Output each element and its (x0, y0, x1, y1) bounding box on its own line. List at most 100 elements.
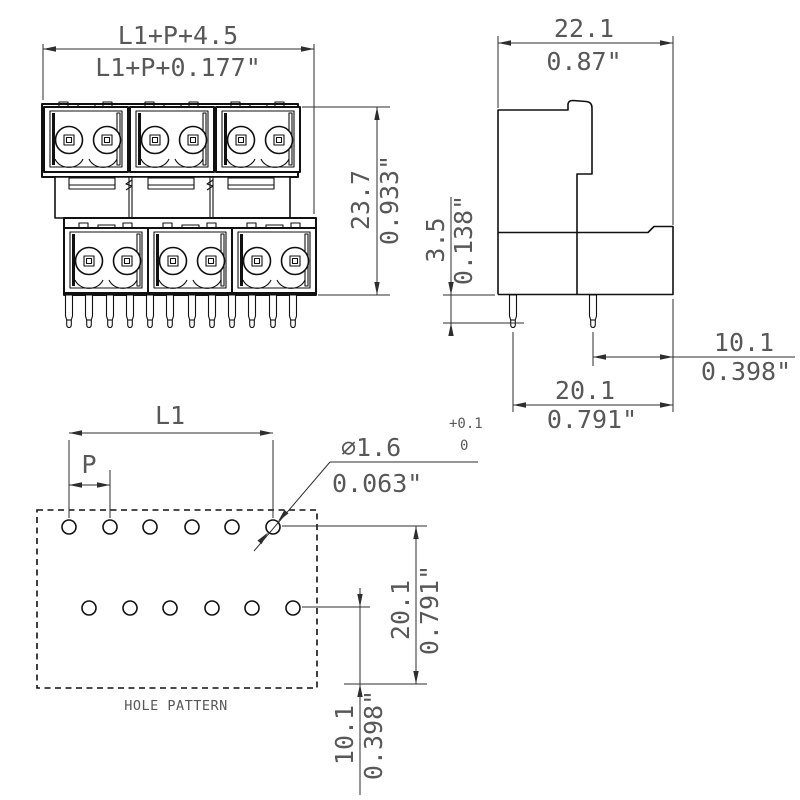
dim-p: P (69, 450, 111, 518)
dim-pin1-edge: 20.1 0.791" (512, 332, 673, 434)
dim-row2-edge-in: 0.398" (359, 690, 388, 780)
hole-row-2 (81, 600, 301, 616)
dim-front-width-mm: L1+P+4.5 (118, 21, 238, 50)
dim-front-height-in: 0.933" (375, 155, 404, 245)
front-pin-row (64, 294, 298, 329)
hole (142, 519, 158, 535)
hole-tol-plus: +0.1 (449, 416, 483, 432)
front-view: L1+P+4.5 L1+P+0.177" 23.7 0.933" (41, 21, 404, 329)
arrowhead (660, 402, 673, 408)
arrowhead (260, 430, 273, 436)
hole-tol-zero: 0 (460, 438, 468, 454)
arrowhead (69, 430, 82, 436)
solder-pin (125, 294, 135, 329)
hole-dia-mm: ⌀1.6 (341, 433, 401, 462)
dim-row-edge-mm: 20.1 (386, 580, 415, 640)
arrowhead (69, 482, 82, 488)
side-profile (497, 99, 674, 329)
terminal-module (43, 101, 129, 173)
dim-pin2-edge-mm: 10.1 (714, 328, 774, 357)
arrowhead (97, 482, 110, 488)
terminal-module (215, 101, 301, 173)
arrowhead (43, 46, 56, 52)
pcb-outline-dashed (36, 509, 318, 689)
dim-row2-edge-mm: 10.1 (330, 705, 359, 765)
arrowhead (413, 526, 419, 539)
arrowhead (448, 323, 454, 336)
arrowhead (357, 594, 363, 607)
solder-pin (187, 294, 197, 329)
dim-side-width-in: 0.87" (546, 47, 621, 76)
hole (61, 519, 77, 535)
dim-side-width-mm: 22.1 (554, 14, 614, 43)
solder-pin (145, 294, 155, 329)
dim-front-height-mm: 23.7 (346, 170, 375, 230)
dim-pin1-edge-mm: 20.1 (555, 376, 615, 405)
break-notch (206, 179, 214, 191)
solder-pin (227, 294, 237, 329)
dim-pin1-edge-in: 0.791" (547, 405, 637, 434)
module-separators (125, 177, 214, 218)
terminal-module (63, 222, 149, 294)
arrowhead (301, 46, 314, 52)
arrowhead (374, 107, 380, 120)
break-notch (125, 179, 133, 191)
dim-hole-diameter: ⌀1.6 +0.1 0 0.063" (253, 416, 483, 552)
hole (224, 519, 240, 535)
dim-pin-protrusion-mm: 3.5 (421, 217, 450, 262)
vent-slot (68, 177, 116, 190)
leader-line (253, 461, 331, 552)
hole-dia-in: 0.063" (332, 469, 422, 498)
solder-pin (588, 294, 598, 329)
dim-pin2-edge-in: 0.398" (701, 357, 791, 386)
terminal-module (231, 222, 317, 294)
arrowhead (413, 671, 419, 684)
hole (184, 519, 200, 535)
dim-front-height: 23.7 0.933" (302, 106, 404, 296)
solder-pin (247, 294, 257, 329)
hole-pattern-view: L1 P ⌀1.6 +0.1 0 0.063" 2 (36, 401, 483, 795)
hole (265, 519, 281, 535)
solder-pin (288, 294, 298, 329)
mid-housing-slots (68, 177, 275, 190)
hole (285, 600, 301, 616)
solder-pin (207, 294, 217, 329)
hole (81, 600, 97, 616)
dim-l1-label: L1 (155, 401, 185, 430)
arrowhead (660, 354, 673, 360)
terminal-module (129, 101, 215, 173)
solder-pin (64, 294, 74, 329)
hole (102, 519, 118, 535)
arrowhead (660, 40, 673, 46)
hole-row-1 (61, 519, 281, 535)
dim-p-label: P (81, 450, 96, 479)
dim-front-width: L1+P+4.5 L1+P+0.177" (42, 21, 315, 214)
dim-pin-protrusion-in: 0.138" (449, 195, 478, 285)
dim-side-width: 22.1 0.87" (497, 14, 674, 225)
solder-pin (84, 294, 94, 329)
dim-pin2-edge: 10.1 0.398" (592, 299, 795, 412)
solder-pin (268, 294, 278, 329)
front-connector-body (41, 101, 317, 329)
solder-pin (105, 294, 115, 329)
dim-row-edge-in: 0.791" (415, 565, 444, 655)
dim-l1: L1 (68, 401, 274, 518)
side-profile-lower (498, 225, 674, 296)
arrowhead (374, 282, 380, 295)
side-profile-upper (497, 99, 593, 295)
dim-row-edge: 20.1 0.791" (282, 525, 444, 685)
solder-pin (165, 294, 175, 329)
hole (204, 600, 220, 616)
arrowhead (513, 402, 526, 408)
hole (122, 600, 138, 616)
terminal-module (147, 222, 233, 294)
dim-row2-edge: 10.1 0.398" (302, 588, 388, 795)
hole-pattern-title: HOLE PATTERN (124, 698, 228, 714)
side-view: 22.1 0.87" 3.5 0.138" 10.1 (421, 14, 795, 434)
vent-slot (147, 177, 195, 190)
vent-slot (227, 177, 275, 190)
hole (244, 600, 260, 616)
arrowhead (498, 40, 511, 46)
hole (162, 600, 178, 616)
